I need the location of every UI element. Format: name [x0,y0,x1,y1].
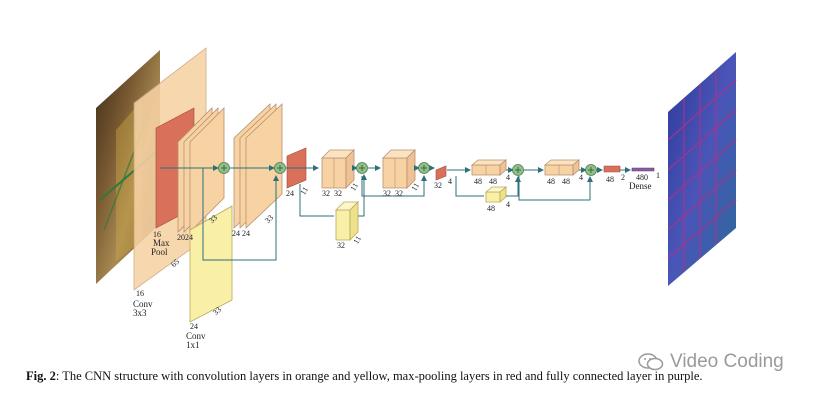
block1-depth1-label: 20 [177,233,185,242]
pool4-depth-label: 48 [606,175,614,184]
output-map [667,52,737,286]
conv-block-3 [321,149,355,189]
conv1x1-layer-3 [484,186,508,203]
conv1x1-layer-1 [189,205,233,323]
conv1x1-2-size-label: 11 [351,234,363,245]
pool1-name-label: Max [153,238,170,248]
conv1x1-kernel-label: 1x1 [186,340,200,350]
dense-layer [631,167,655,172]
block5-depth2-label: 48 [489,177,497,186]
conv-block-5 [470,159,508,176]
block6-size-label: 4 [579,173,583,182]
pool2-depth-label: 24 [286,189,294,198]
dense-name-label: Dense [629,181,652,191]
conv-block-6 [543,159,581,176]
conv1x1-3-depth-label: 48 [487,204,495,213]
conv1x1-layer-2 [335,201,359,241]
conv1x1-depth-label: 24 [190,322,198,331]
block2-depth1-label: 24 [232,229,240,238]
wechat-icon [638,353,664,371]
conv-block-4 [382,149,416,189]
block3-size-label: 11 [348,181,360,192]
block6-depth1-label: 48 [547,177,555,186]
block3-depth2-label: 32 [334,189,342,198]
pool4-size-label: 2 [621,173,625,182]
caption-text: : The CNN structure with convolution lay… [55,369,703,383]
pool2-size-label: 11 [298,185,310,196]
pool3-depth-label: 32 [434,181,442,190]
block2-depth2-label: 24 [242,229,250,238]
conv1x1-2-depth-label: 32 [337,241,345,250]
block4-size-label: 11 [409,181,421,192]
pool1-depth-label: 16 [153,230,161,239]
block6-depth2-label: 48 [562,177,570,186]
maxpool-layer-3 [435,165,447,181]
conv1x1-3-size-label: 4 [506,200,510,209]
connection-arrows [160,165,631,261]
maxpool-layer-4 [603,165,621,173]
conv3x3-name-label: Conv [133,299,153,309]
conv-block-1 [177,107,225,233]
cnn-structure-diagram: 16 Conv 3x3 16 Max Pool 33 20 24 65 24 C… [96,47,737,350]
conv3x3-depth-label: 16 [136,289,144,298]
caption-prefix: Fig. 2 [26,369,56,383]
block3-depth1-label: 32 [322,189,330,198]
watermark-text: Video Coding [670,351,784,372]
block1-depth2-label: 24 [185,233,193,242]
watermark: Video Coding [638,351,784,373]
dense-units-label: 480 [636,173,648,182]
dense-size-label: 1 [656,171,660,180]
pool3-size-label: 4 [448,177,452,186]
conv-block-2 [233,103,283,229]
conv1x1-name-label: Conv [186,331,206,341]
block5-depth1-label: 48 [474,177,482,186]
block5-size-label: 4 [506,173,510,182]
figure-caption: Fig. 2: The CNN structure with convoluti… [26,369,816,384]
conv3x3-kernel-label: 3x3 [133,308,147,318]
block2-size-label: 33 [263,213,275,225]
block4-depth2-label: 32 [395,189,403,198]
pool1-name2-label: Pool [151,247,168,257]
block4-depth1-label: 32 [383,189,391,198]
